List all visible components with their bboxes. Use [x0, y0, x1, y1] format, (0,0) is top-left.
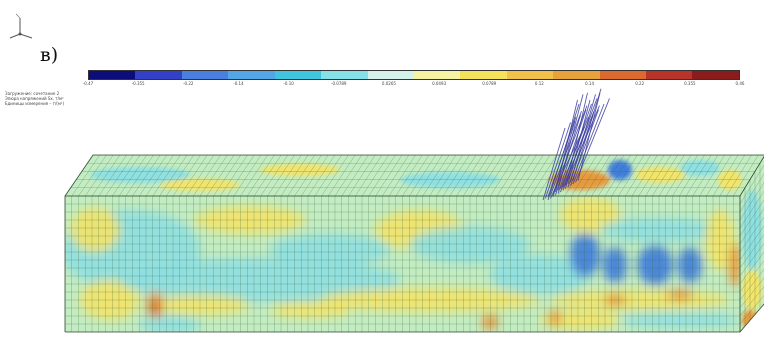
- legend-tick-label: -0.47: [82, 81, 94, 86]
- panel-label: в): [40, 44, 59, 66]
- legend-tick-label: 0.0493: [432, 81, 447, 86]
- contour-region: [620, 312, 740, 328]
- legend-swatch: [321, 71, 368, 79]
- contour-region: [705, 210, 735, 270]
- legend-swatch: [367, 71, 414, 79]
- contour-region: [635, 167, 685, 183]
- info-line-2: Эпюра напряжений Sx, т/м²: [5, 96, 64, 101]
- contour-region: [600, 218, 720, 242]
- legend-tick-label: 0.0789: [482, 81, 497, 86]
- beam-front-face: [65, 196, 740, 332]
- stress-vector: [567, 99, 591, 185]
- load-case-info: Загружение: сочетание 2 Эпюра напряжений…: [5, 91, 64, 106]
- legend-swatch: [89, 71, 136, 79]
- contour-region: [603, 247, 627, 283]
- legend-tick-label: -0.22: [183, 81, 194, 86]
- legend-swatch: [506, 71, 554, 79]
- contour-region: [637, 245, 673, 285]
- stress-vector: [572, 103, 605, 185]
- stress-vector: [577, 92, 601, 181]
- legend-tick-label: -0.14: [233, 81, 244, 86]
- legend-tick-label: -0.355: [131, 81, 145, 86]
- beam-top-face: [65, 155, 764, 196]
- stress-vector: [570, 109, 599, 186]
- contour-hotspot: [549, 310, 561, 326]
- contour-region: [140, 315, 200, 332]
- legend-tick-label: 0.0265: [381, 81, 396, 86]
- legend-tick-label: 0.46: [735, 81, 745, 86]
- stress-vector: [552, 120, 576, 197]
- contour-region: [718, 170, 742, 190]
- contour-hotspot: [482, 314, 498, 330]
- contour-region: [678, 247, 702, 283]
- legend-tick-label: 0.12: [534, 81, 544, 86]
- color-scale-bar: [88, 70, 740, 80]
- stress-vector: [560, 103, 592, 193]
- contour-region: [270, 234, 390, 266]
- legend-tick-label: 0.14: [585, 81, 594, 86]
- contour-region: [400, 172, 500, 188]
- info-line-3: Единицы измерения – т/(м²): [5, 101, 65, 106]
- legend-swatch: [228, 71, 275, 79]
- contour-region: [680, 160, 720, 176]
- contour-region: [742, 270, 762, 310]
- contour-region: [608, 160, 632, 180]
- legend-swatch: [413, 71, 461, 79]
- stress-vector: [557, 109, 587, 194]
- legend-swatch: [460, 71, 507, 79]
- stress-vector: [542, 127, 566, 201]
- contour-region: [70, 208, 120, 252]
- contour-region: [270, 302, 350, 318]
- axes-orientation-icon: [9, 13, 33, 39]
- stress-vectors: [542, 88, 610, 201]
- legend-swatch: [692, 71, 739, 79]
- contour-region: [120, 258, 400, 302]
- legend-tick-label: 0.22: [635, 81, 645, 86]
- legend-swatch: [553, 71, 600, 79]
- stress-vector: [565, 92, 588, 189]
- stress-vector: [567, 115, 594, 188]
- legend-swatch: [181, 71, 229, 79]
- contour-region: [570, 233, 600, 277]
- info-line-1: Загружение: сочетание 2: [5, 91, 60, 96]
- legend-tick-label: 0.355: [684, 81, 696, 86]
- stress-vector: [547, 103, 580, 201]
- contour-region: [160, 179, 240, 191]
- legend-swatch: [135, 71, 182, 79]
- beam-outline: [64, 154, 764, 333]
- contour-hotspot: [666, 290, 694, 300]
- legend-swatch: [646, 71, 693, 79]
- contour-hotspot: [729, 243, 740, 287]
- color-scale-ticks: -0.47 -0.355 -0.22 -0.14 -0.10 -0.0789 0.0265 0…: [83, 81, 745, 91]
- beam-end-face: [740, 155, 764, 332]
- contour-region: [490, 255, 590, 295]
- legend-tick-label: -0.10: [283, 81, 294, 86]
- legend-tick-label: -0.0789: [331, 81, 347, 86]
- legend-swatch: [599, 71, 647, 79]
- legend-swatch: [274, 71, 322, 79]
- stress-vector: [545, 122, 571, 199]
